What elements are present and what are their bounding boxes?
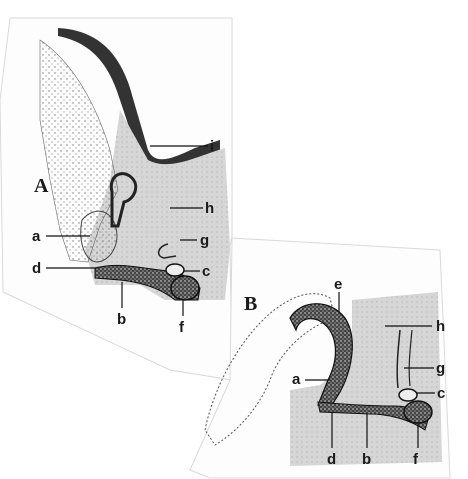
label-b-e: e [334,276,342,293]
panel-b-structure-f [404,401,432,423]
label-a-d: d [32,260,41,277]
label-b-b: b [362,451,371,468]
label-a-g: g [200,232,209,249]
label-b-d: d [327,451,336,468]
panel-b-title: B [244,293,257,315]
label-a-b: b [117,311,126,328]
panel-a-structure-f [171,276,199,300]
label-b-c: c [437,385,445,402]
label-b-h: h [436,318,445,335]
label-b-g: g [436,360,445,377]
panel-a-title: A [34,175,49,197]
panel-a: A i h g a c d b f [0,18,232,380]
label-a-a: a [32,228,41,245]
label-a-i: i [210,138,214,155]
label-b-a: a [292,371,301,388]
label-a-c: c [202,263,210,280]
panel-b-structure-c [399,389,417,401]
panel-a-structure-c [166,264,184,276]
label-a-h: h [205,200,214,217]
